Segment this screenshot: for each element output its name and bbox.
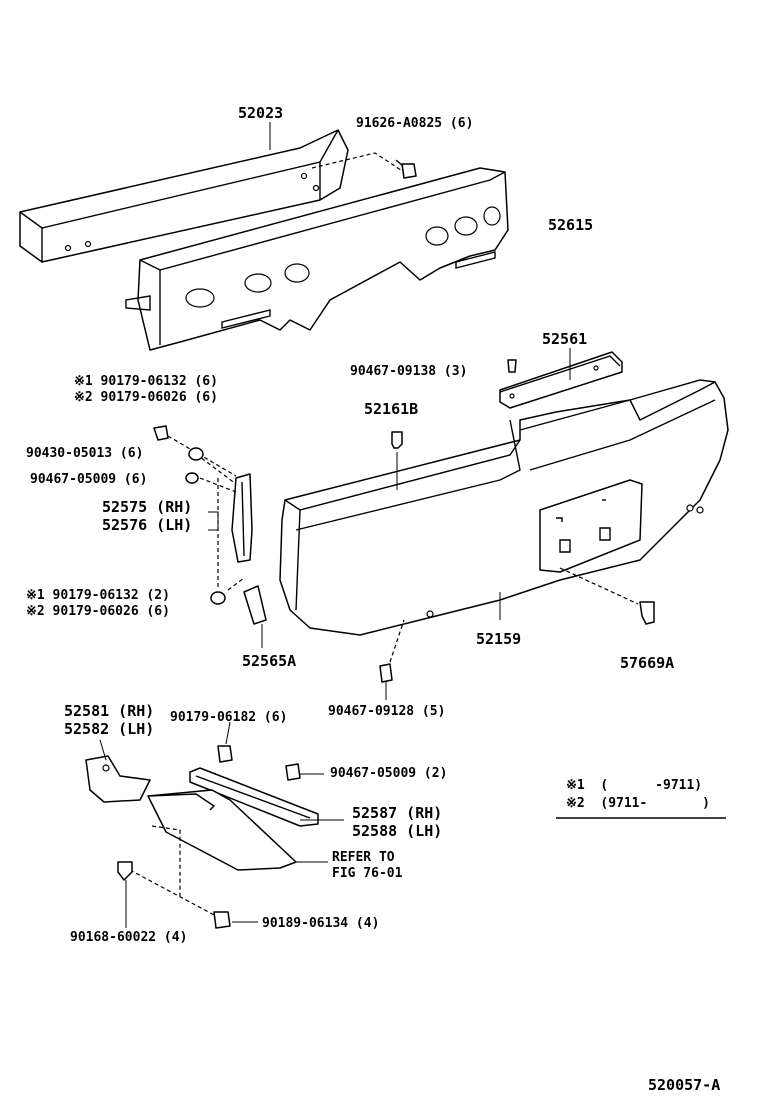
label-90467-05009-6: 90467-05009 (6) (30, 472, 148, 487)
label-52581-rh: 52581 (RH) (64, 702, 155, 720)
label-52161b: 52161B (364, 400, 419, 418)
label-note2-90179-06026-6: ※2 90179-06026 (6) (74, 390, 218, 405)
bolt-91626 (395, 159, 417, 179)
reinforcement-beam-52023 (19, 129, 349, 263)
label-52615: 52615 (548, 216, 594, 234)
label-note1-90179-06132-6: ※1 90179-06132 (6) (74, 374, 218, 389)
label-52588-lh: 52588 (LH) (352, 822, 443, 840)
nut-90179-bottom (210, 591, 226, 605)
label-90467-09128: 90467-09128 (5) (328, 704, 446, 719)
nut-90179-06182 (217, 745, 233, 763)
clip-52161b (391, 431, 403, 490)
clip-90179-top (153, 425, 169, 441)
clip-90467-05009 (185, 472, 199, 484)
figure-id: 520057-A (648, 1076, 721, 1094)
legend-note2: ※2 (9711- ) (566, 796, 710, 811)
label-90467-05009-2: 90467-05009 (2) (330, 766, 448, 781)
label-90168-60022: 90168-60022 (4) (70, 930, 188, 945)
energy-absorber-52615 (125, 167, 509, 351)
label-91626-a0825: 91626-A0825 (6) (356, 116, 474, 131)
bracket-57669a (639, 601, 655, 625)
label-90179-06182: 90179-06182 (6) (170, 710, 288, 725)
retainer-52575-52576 (231, 473, 253, 563)
label-57669a: 57669A (620, 654, 675, 672)
label-note2-90179-06026-6b: ※2 90179-06026 (6) (26, 604, 170, 619)
clip-90467-05009-b (285, 763, 301, 781)
label-52575-rh: 52575 (RH) (102, 498, 193, 516)
legend-note1: ※1 ( -9711) (566, 778, 703, 793)
label-52565a: 52565A (242, 652, 297, 670)
nut-90430 (188, 447, 204, 461)
label-52582-lh: 52582 (LH) (64, 720, 155, 738)
label-note1-90179-06132-2: ※1 90179-06132 (2) (26, 588, 170, 603)
label-52561: 52561 (542, 330, 588, 348)
lower-cover (147, 789, 297, 871)
label-52159: 52159 (476, 630, 522, 648)
mudguard-52581-52582 (85, 755, 151, 803)
bracket-52561 (499, 351, 623, 409)
label-fig-76-01: FIG 76-01 (332, 866, 403, 881)
label-refer-to: REFER TO (332, 850, 395, 865)
label-90430-05013: 90430-05013 (6) (26, 446, 144, 461)
label-90189-06134: 90189-06134 (4) (262, 916, 380, 931)
clip-90467-09128 (379, 663, 393, 700)
bumper-cover-52159 (279, 379, 729, 636)
molding-52587-52588 (189, 767, 319, 827)
dashed-line-91626 (311, 152, 405, 173)
bolt-90168 (117, 861, 133, 928)
label-52576-lh: 52576 (LH) (102, 516, 193, 534)
clip-90467-09138 (507, 359, 517, 373)
nut-90189 (213, 911, 231, 929)
label-52023: 52023 (238, 104, 284, 122)
label-90467-09138: 90467-09138 (3) (350, 364, 468, 379)
label-52587-rh: 52587 (RH) (352, 804, 443, 822)
retainer-52565a (243, 585, 267, 625)
